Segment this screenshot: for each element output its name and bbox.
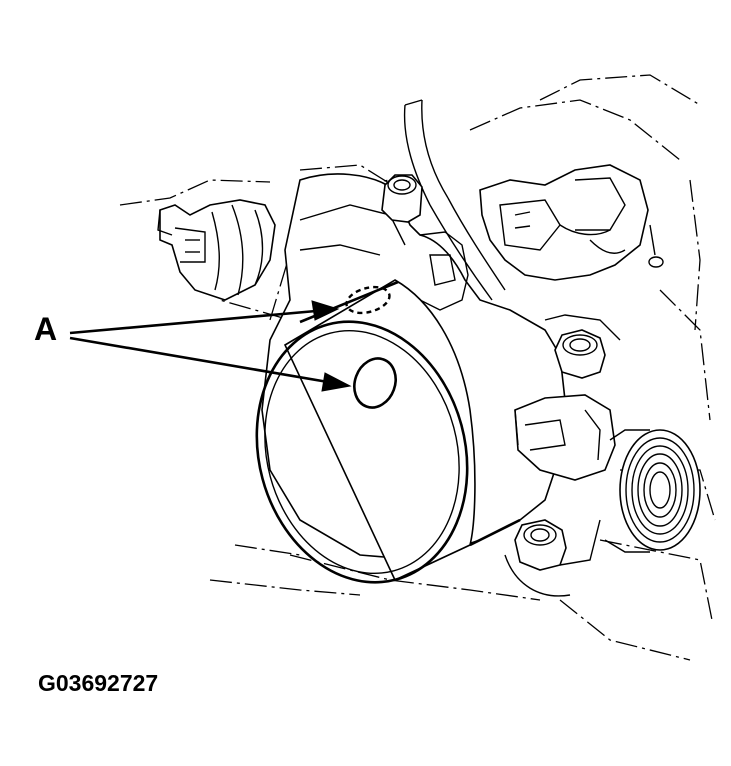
leader-line-lower [69,336,329,384]
throttle-drum [604,429,701,553]
throttle-position-sensor [479,164,664,281]
callout-leaders [69,300,352,392]
lower-bolt [504,519,601,597]
arrowhead-lower [321,372,352,392]
callout-label-a: A [34,311,58,347]
hose-a-hidden [345,285,391,315]
bore-inner-flange [264,329,460,575]
idle-air-connector [514,394,616,481]
arrowhead-upper [311,300,340,321]
intake-hose [403,99,506,301]
leader-line-upper [69,309,317,335]
top-bolt [381,174,423,223]
right-middle-bolt [544,314,621,379]
figure-id: G03692727 [38,670,159,696]
hose-a-visible [353,357,397,409]
bore-outer-flange [255,320,469,584]
left-sensor-connector [157,199,276,301]
